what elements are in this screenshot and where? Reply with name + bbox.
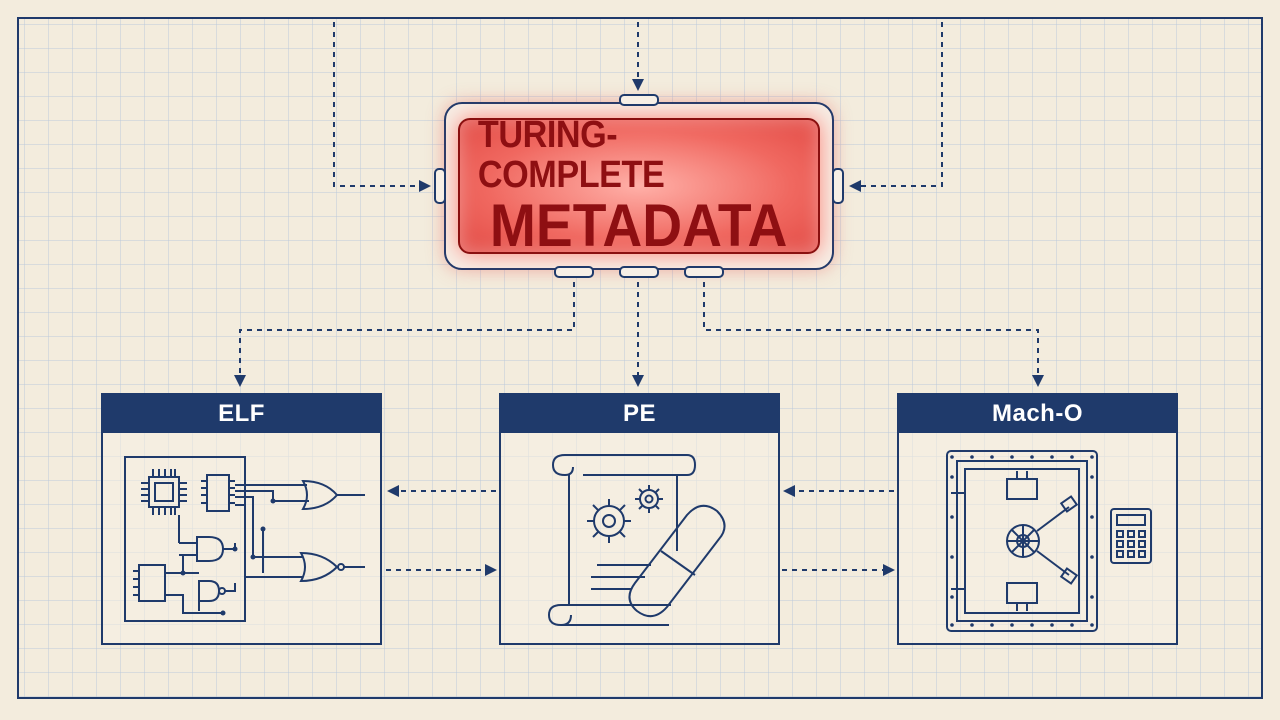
hub-port-bottom-right: [684, 266, 724, 278]
arrow-hub-to-elf: [234, 282, 575, 387]
elf-card-title: ELF: [103, 395, 380, 433]
macho-card-title: Mach-O: [899, 395, 1176, 433]
circuit-logic-gates-icon: [124, 456, 365, 622]
pe-card-title: PE: [501, 395, 778, 433]
elf-card: ELF: [101, 393, 382, 645]
hub-port-right: [832, 168, 844, 204]
arrow-top-right-to-hub: [849, 22, 943, 192]
arrow-top-left-to-hub: [333, 22, 431, 192]
arrow-hub-to-macho: [703, 282, 1044, 387]
macho-card: Mach-O: [897, 393, 1178, 645]
scroll-gears-pill-icon: [547, 454, 726, 626]
metadata-hub: TURING-COMPLETE METADATA: [444, 102, 834, 270]
hub-port-bottom-center: [619, 266, 659, 278]
hub-port-bottom-left: [554, 266, 594, 278]
vault-calculator-icon: [946, 450, 1152, 632]
hub-title-line1: TURING-COMPLETE: [477, 114, 665, 196]
hub-title-line2: METADATA: [490, 191, 788, 259]
hub-port-left: [434, 168, 446, 204]
metadata-hub-panel: TURING-COMPLETE METADATA: [458, 114, 820, 259]
pe-card: PE: [499, 393, 780, 645]
hub-port-top: [619, 94, 659, 106]
